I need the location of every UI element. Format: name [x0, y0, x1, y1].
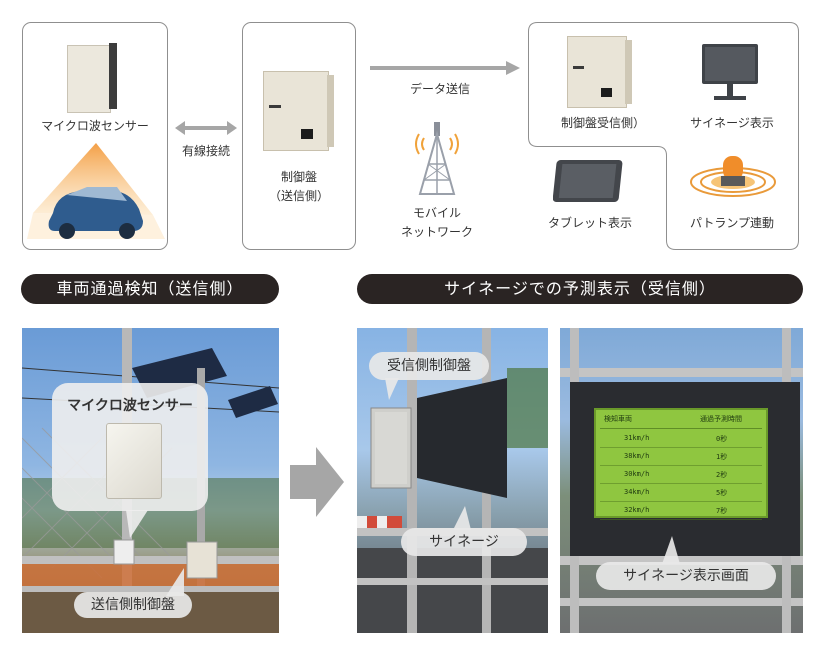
signage-table-row: 34km/h 5秒: [600, 484, 762, 502]
tablet-display-label: タブレット表示: [547, 216, 632, 230]
signage-header-time: 通過予測時間: [700, 415, 742, 423]
control-panel-icon: [263, 71, 335, 151]
signage-speed-cell: 30km/h: [624, 470, 650, 478]
signage-header-vehicle: 検知車両: [604, 415, 632, 423]
signage-table-row: 32km/h 7秒: [600, 502, 762, 520]
banner-sender: 車両通過検知（送信側）: [21, 274, 279, 304]
sender-panel-callout: 送信側制御盤: [74, 592, 192, 618]
signage-time-cell: 5秒: [716, 489, 728, 497]
signage-speed-cell: 38km/h: [624, 452, 650, 460]
signage-time-cell: 0秒: [716, 435, 728, 443]
control-panel-box: 制御盤 （送信側）: [242, 22, 356, 250]
cell-tower-icon: [415, 122, 459, 195]
control-panel-label-1: 制御盤: [280, 170, 317, 184]
signage-table-row: 38km/h 1秒: [600, 448, 762, 466]
signage-screen-callout: サイネージ表示画面: [596, 562, 776, 590]
control-panel-label-2: （送信側）: [268, 189, 329, 203]
photo-signage-screen: 検知車両 通過予測時間 31km/h 0秒 38km/h 1秒 30km/h 2秒 34km…: [560, 328, 803, 633]
banner-receiver: サイネージでの予測表示（受信側）: [357, 274, 803, 304]
sender-box: マイクロ波センサー: [22, 22, 168, 250]
patrol-lamp-label: パトランプ連動: [689, 216, 774, 230]
sensor-callout-bubble: マイクロ波センサー: [52, 383, 208, 511]
signage-time-cell: 2秒: [716, 471, 728, 479]
microwave-sensor-icon: [67, 43, 117, 113]
signage-time-cell: 1秒: [716, 453, 728, 461]
data-send-arrow: [370, 61, 520, 75]
tablet-icon: [553, 160, 623, 202]
receiver-control-panel-icon: [567, 36, 633, 108]
receiver-control-label: 制御盤受信側）: [560, 116, 645, 130]
data-send-label: データ送信: [409, 82, 470, 96]
signage-monitor-icon: [702, 44, 758, 100]
patrol-lamp-icon: [690, 156, 776, 197]
wired-connection-label: 有線接続: [181, 144, 230, 158]
flow-arrow-icon: [290, 447, 344, 517]
signage-table-row: 30km/h 2秒: [600, 466, 762, 484]
photo-receiver-panel: 受信側制御盤 サイネージ: [357, 328, 548, 633]
car-detection-icon: [27, 143, 165, 239]
signage-table-row: 31km/h 0秒: [600, 430, 762, 448]
wired-connection-arrow: [175, 121, 237, 135]
signage-speed-cell: 34km/h: [624, 488, 650, 496]
signage-time-cell: 7秒: [716, 507, 728, 515]
sensor-photo-device: [106, 423, 162, 499]
sensor-callout-label: マイクロ波センサー: [67, 398, 193, 414]
mobile-network-label-1: モバイル: [412, 206, 461, 220]
signage-display-label: サイネージ表示: [690, 116, 774, 130]
signage-speed-cell: 31km/h: [624, 434, 650, 442]
receiver-panel-callout: 受信側制御盤: [369, 352, 489, 380]
signage-screen: 検知車両 通過予測時間 31km/h 0秒 38km/h 1秒 30km/h 2秒 34km…: [594, 408, 768, 520]
signage-callout: サイネージ: [401, 528, 527, 556]
mobile-network-label-2: ネットワーク: [400, 225, 473, 239]
signage-speed-cell: 32km/h: [624, 506, 650, 514]
photo-sender-site: マイクロ波センサー 送信側制御盤: [22, 328, 279, 633]
sensor-label: マイクロ波センサー: [41, 119, 149, 133]
